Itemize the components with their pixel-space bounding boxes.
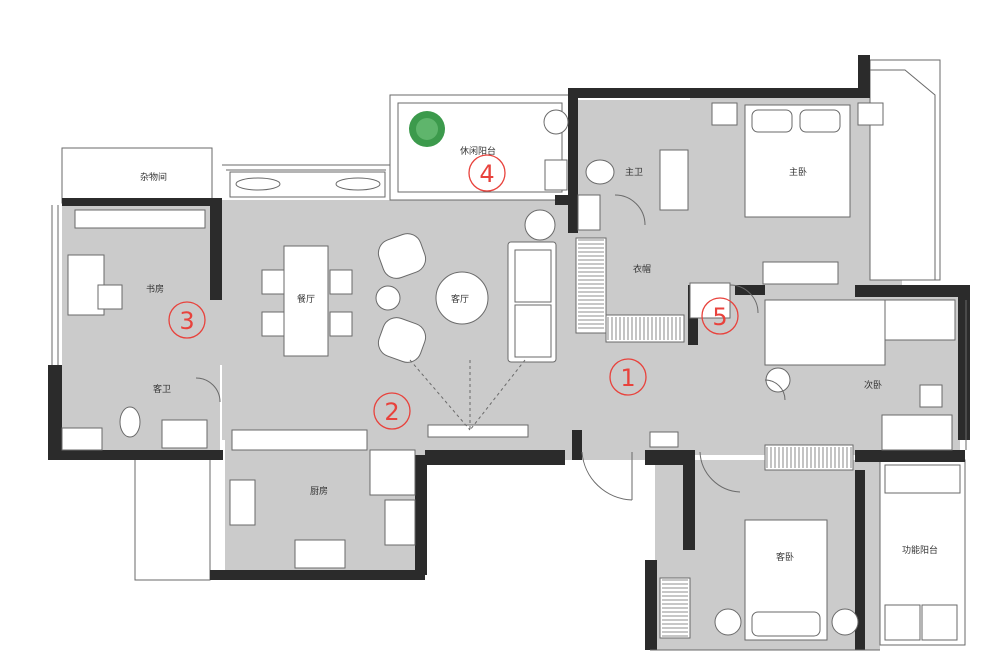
armchair-bottom xyxy=(377,317,427,363)
marker-3: 3 xyxy=(179,307,194,335)
label-utility-balcony: 功能阳台 xyxy=(902,544,938,556)
label-guest-bath: 客卫 xyxy=(153,383,171,395)
label-closet: 衣帽 xyxy=(633,263,651,275)
label-master-bedroom: 主卧 xyxy=(789,166,807,178)
wardrobe-hatch xyxy=(578,239,852,637)
master-balcony xyxy=(869,59,941,281)
label-living: 客厅 xyxy=(451,293,469,305)
marker-5: 5 xyxy=(712,303,727,331)
label-leisure-balcony: 休闲阳台 xyxy=(460,145,496,157)
marker-circle-5 xyxy=(701,297,739,335)
room-labels: 杂物间 书房 餐厅 客厅 休闲阳台 主卫 主卧 衣帽 客卫 厨房 次卧 客卧 功… xyxy=(140,145,938,563)
label-dining: 餐厅 xyxy=(297,293,315,305)
side-table xyxy=(375,285,401,311)
viewpoint-numbers: 1 2 3 4 5 xyxy=(179,160,727,426)
kitchen-balcony xyxy=(134,454,211,581)
stove-counter xyxy=(369,449,416,496)
label-kitchen: 厨房 xyxy=(310,485,328,497)
label-master-bath: 主卫 xyxy=(625,166,643,178)
armchair-top xyxy=(377,233,427,279)
marker-circle-4 xyxy=(468,154,506,192)
label-second-bedroom: 次卧 xyxy=(864,379,882,391)
second-bed xyxy=(764,299,886,366)
marker-2: 2 xyxy=(384,398,399,426)
furniture xyxy=(61,102,961,641)
label-guest-bedroom: 客卧 xyxy=(776,551,794,563)
viewpoint-markers xyxy=(168,154,739,430)
coffee-table xyxy=(435,271,489,325)
marker-circle-2 xyxy=(373,392,411,430)
dining-table xyxy=(283,245,329,357)
windows xyxy=(51,100,967,651)
marker-4: 4 xyxy=(479,160,494,188)
label-study: 书房 xyxy=(146,283,164,295)
door-swings xyxy=(195,194,786,501)
marker-1: 1 xyxy=(620,364,635,392)
marker-circle-3 xyxy=(168,301,206,339)
marker-circle-1 xyxy=(609,358,647,396)
storage-room xyxy=(61,147,213,204)
walls xyxy=(48,55,970,650)
label-storage: 杂物间 xyxy=(140,171,167,183)
